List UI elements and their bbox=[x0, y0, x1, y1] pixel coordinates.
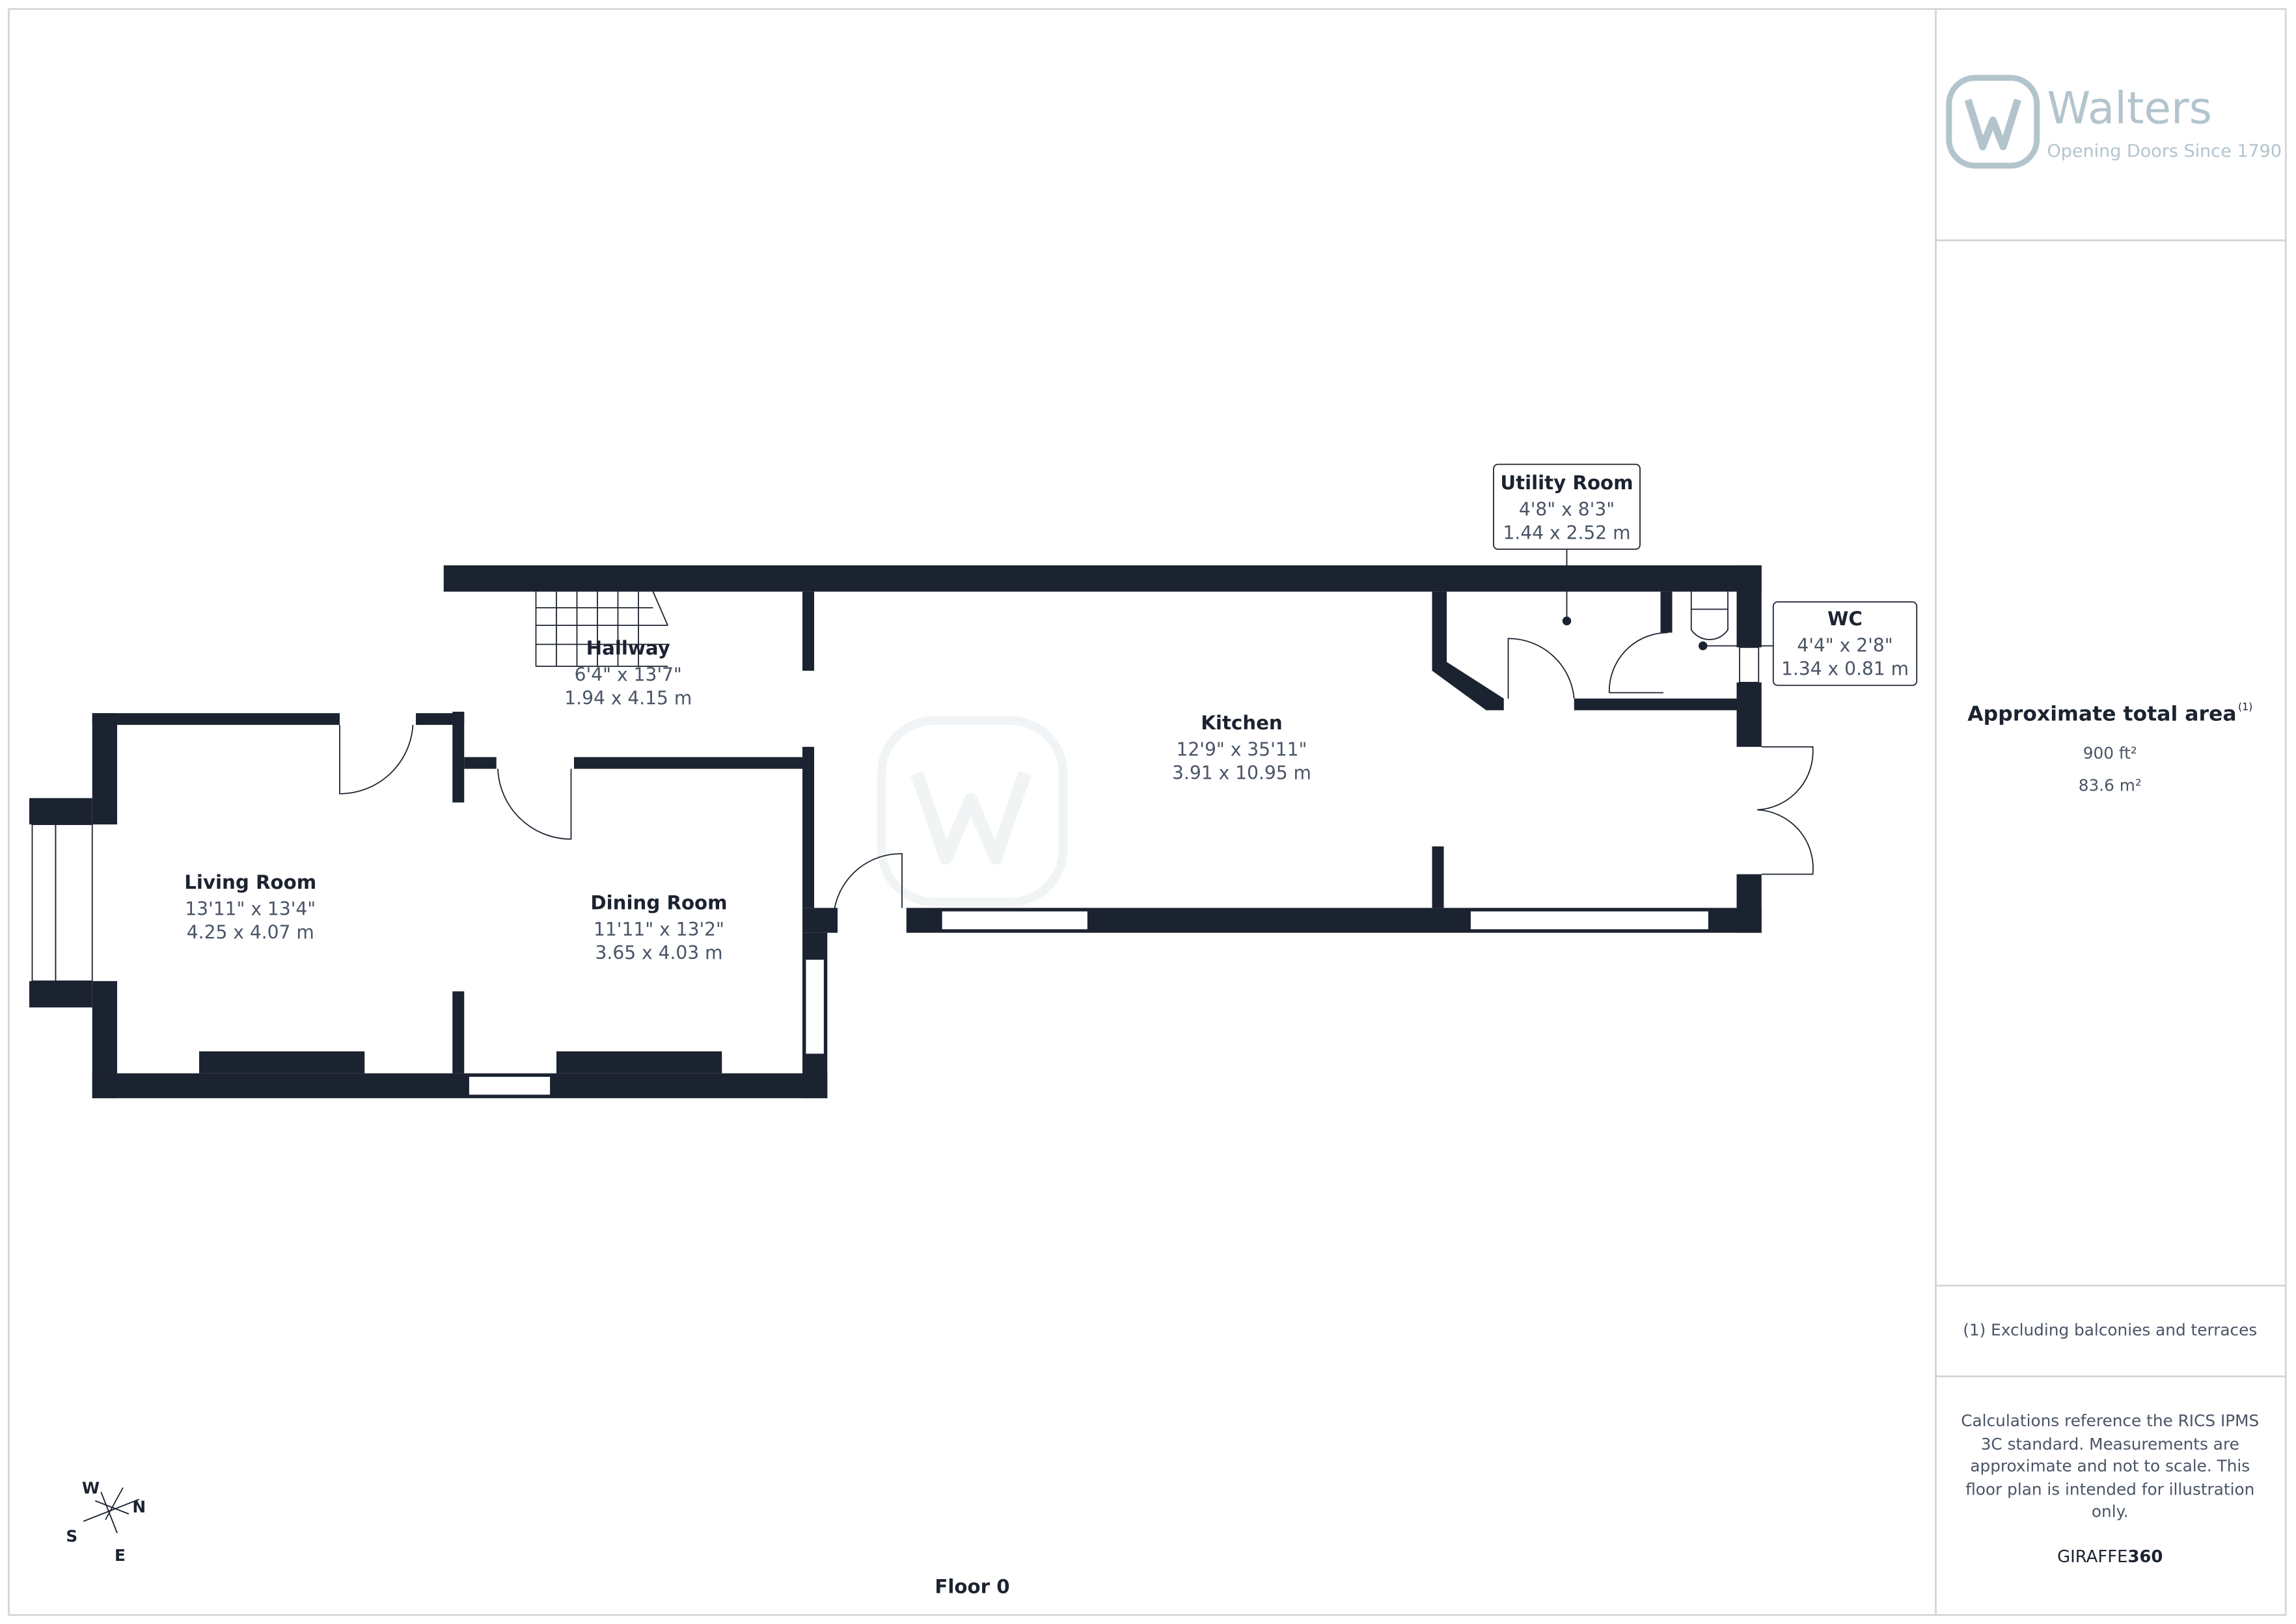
brand-tagline: Opening Doors Since 1790 bbox=[2047, 141, 2282, 161]
footnote-mark: (1) bbox=[2238, 701, 2252, 713]
disclaimer-line: approximate and not to scale. This bbox=[1970, 1457, 2250, 1476]
room-dimensions-metric: 3.91 x 10.95 m bbox=[1172, 762, 1311, 783]
compass-north: N bbox=[132, 1498, 146, 1517]
floor-label: Floor 0 bbox=[935, 1575, 1009, 1597]
room-dimensions-imperial: 4'8" x 8'3" bbox=[1519, 498, 1615, 520]
giraffe360-credit: GIRAFFE360 bbox=[2057, 1547, 2163, 1567]
room-name: Hallway bbox=[586, 637, 670, 659]
room-name: Living Room bbox=[184, 871, 316, 893]
page-frame bbox=[8, 8, 2287, 1616]
room-dimensions-metric: 4.25 x 4.07 m bbox=[187, 922, 314, 943]
brand-name: Walters bbox=[2047, 82, 2212, 133]
room-label-hallway: Hallway 6'4" x 13'7" 1.94 x 4.15 m bbox=[564, 637, 692, 709]
staircase bbox=[535, 591, 668, 668]
room-dimensions-metric: 1.34 x 0.81 m bbox=[1781, 658, 1909, 680]
room-dimensions-imperial: 11'11" x 13'2" bbox=[594, 919, 724, 940]
area-title-line: Approximate total area(1) bbox=[1967, 701, 2252, 726]
watermark-logo bbox=[877, 716, 1068, 907]
disclaimer-line: only. bbox=[2092, 1502, 2129, 1521]
credit-suffix: 360 bbox=[2127, 1547, 2163, 1567]
walls bbox=[29, 565, 1762, 1098]
area-title: Approximate total area bbox=[1967, 702, 2236, 725]
room-dimensions-imperial: 4'4" x 2'8" bbox=[1797, 635, 1893, 656]
footnote-text: (1) Excluding balconies and terraces bbox=[1963, 1320, 2257, 1339]
room-label-kitchen: Kitchen 12'9" x 35'11" 3.91 x 10.95 m bbox=[1172, 712, 1311, 784]
room-dimensions-imperial: 13'11" x 13'4" bbox=[185, 899, 316, 920]
doors bbox=[339, 591, 1814, 908]
room-label-utility-room: Utility Room 4'8" x 8'3" 1.44 x 2.52 m bbox=[1493, 463, 1641, 626]
room-label-wc: WC 4'4" x 2'8" 1.34 x 0.81 m bbox=[1699, 601, 1918, 686]
room-name: WC bbox=[1827, 608, 1863, 630]
credit-prefix: GIRAFFE bbox=[2057, 1547, 2127, 1567]
disclaimer: Calculations reference the RICS IPMS 3C … bbox=[1961, 1411, 2259, 1521]
room-label-living-room: Living Room 13'11" x 13'4" 4.25 x 4.07 m bbox=[184, 871, 316, 943]
area-metric: 83.6 m² bbox=[2079, 776, 2142, 794]
room-dimensions-metric: 1.94 x 4.15 m bbox=[564, 688, 692, 709]
area-summary: Approximate total area(1) 900 ft² 83.6 m… bbox=[1967, 701, 2252, 795]
room-dimensions-metric: 1.44 x 2.52 m bbox=[1503, 522, 1631, 543]
room-dimensions-imperial: 12'9" x 35'11" bbox=[1176, 738, 1307, 760]
walters-logo: Walters Opening Doors Since 1790 bbox=[1946, 75, 2282, 169]
compass-west: W bbox=[82, 1478, 100, 1497]
compass-south: S bbox=[66, 1527, 77, 1546]
disclaimer-line: floor plan is intended for illustration bbox=[1965, 1480, 2254, 1499]
area-imperial: 900 ft² bbox=[2083, 744, 2137, 763]
disclaimer-line: Calculations reference the RICS IPMS bbox=[1961, 1411, 2259, 1430]
compass-icon: W N S E bbox=[66, 1478, 146, 1565]
disclaimer-line: 3C standard. Measurements are bbox=[1981, 1435, 2239, 1454]
room-name: Kitchen bbox=[1201, 712, 1282, 734]
windows bbox=[31, 646, 1760, 1096]
room-label-dining-room: Dining Room 11'11" x 13'2" 3.65 x 4.03 m bbox=[590, 892, 727, 964]
room-name: Utility Room bbox=[1500, 472, 1633, 494]
room-dimensions-metric: 3.65 x 4.03 m bbox=[595, 942, 723, 964]
room-dimensions-imperial: 6'4" x 13'7" bbox=[575, 664, 682, 686]
room-name: Dining Room bbox=[590, 892, 727, 914]
compass-east: E bbox=[115, 1546, 126, 1565]
